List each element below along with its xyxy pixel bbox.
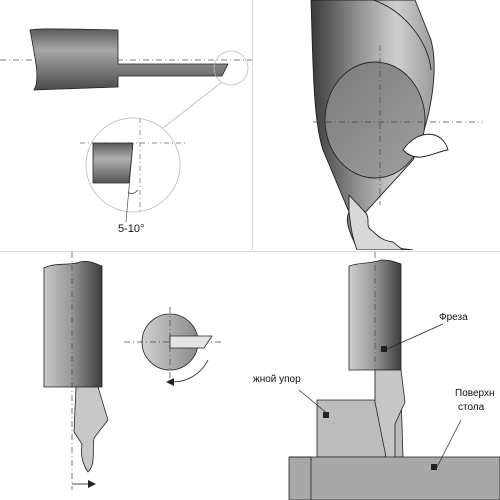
stop-marker [323,412,329,418]
panel-cutter-3d-view [253,0,500,250]
label-stop: жной упор [253,374,301,385]
label-surface-line1: Поверхн [455,388,494,399]
label-surface-line2: стола [458,402,485,413]
angle-ray [125,142,134,223]
cutter-marker [381,346,387,352]
surface-leader [436,419,462,468]
label-cutter: Фреза [439,312,468,323]
cutter-shank [348,259,402,371]
cutter-side-diagram: 5-10° [0,28,252,235]
cutter-blade [374,369,406,463]
rotation-arrowhead [166,378,174,386]
cutter-body [29,28,229,91]
router-setup-diagram: Фреза жной упор Поверхн стола [253,252,500,500]
blade-profile [348,193,404,250]
panel-router-setup: Фреза жной упор Поверхн стола [253,252,500,500]
cylinder-end-face [324,61,426,179]
divider-vertical [252,0,253,250]
surface-marker [431,464,437,470]
magnify-leader [162,81,223,129]
magnify-circle [213,50,249,86]
stop-leader [298,389,330,416]
angle-arc [127,189,139,194]
detail-circle [85,117,181,213]
cutter-front-diagram [43,252,222,490]
base-arrowhead [88,480,96,488]
cutter-3d-diagram [310,0,483,250]
detail-cutter-tip [92,142,134,184]
rotation-arc [171,359,209,383]
panel-cutter-side-view: 5-10° [0,0,252,250]
divider-horizontal [0,251,500,252]
cutter-notch [402,133,449,158]
table-front-edge [289,456,312,500]
table-surface [288,456,500,500]
blade [73,386,109,473]
panel-cutter-front-view [0,252,252,500]
shank [43,261,103,388]
cylinder-rim [372,0,432,71]
cutter-leader [386,323,444,350]
end-view-blade [169,335,213,349]
angle-label: 5-10° [118,223,144,235]
